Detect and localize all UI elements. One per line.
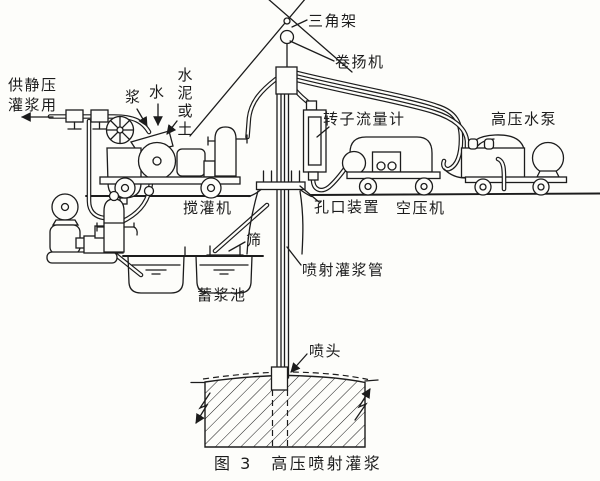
rotor-flowmeter-drawing <box>302 100 327 181</box>
slurry-pool-drawing <box>122 202 270 294</box>
sieve-drawing <box>206 245 244 256</box>
label-slurry-pool: 蓄浆池 <box>197 286 247 304</box>
pressure-tank <box>103 198 125 253</box>
label-winch: 卷扬机 <box>335 53 385 71</box>
gauge-box <box>371 151 402 173</box>
mixer-drawing <box>99 115 248 205</box>
label-air-compressor: 空压机 <box>396 199 446 217</box>
label-static-grouting-use: 供静压灌浆用 <box>8 76 58 114</box>
label-sieve: 筛 <box>246 231 263 249</box>
nozzle-block <box>270 366 289 391</box>
orifice-device-drawing <box>246 170 313 255</box>
label-slurry: 浆 <box>125 88 142 106</box>
air-compressor-drawing <box>341 136 441 196</box>
label-water: 水 <box>149 83 166 101</box>
label-hp-water-pump: 高压水泵 <box>491 110 558 128</box>
high-pressure-pump-drawing <box>443 134 568 196</box>
drill-pipe <box>276 93 290 379</box>
label-cement-or-soil: 水泥或土 <box>175 67 194 139</box>
base-tray <box>46 251 118 264</box>
break-mark-right <box>354 388 371 421</box>
ground-line <box>85 192 600 197</box>
tap-spout <box>133 226 138 236</box>
label-mixer: 搅灌机 <box>183 199 233 217</box>
air-chamber <box>531 141 565 175</box>
soil-section <box>190 366 379 448</box>
leader-lines <box>136 19 335 373</box>
break-mark-left <box>195 392 211 424</box>
slurry-pump-drawing <box>46 190 144 278</box>
slurry-tank-on-cart <box>214 126 237 177</box>
label-rotor-flowmeter: 转子流量计 <box>323 110 406 128</box>
slurry-feed-arrow <box>136 108 148 127</box>
tripod-drawing <box>189 0 353 137</box>
label-tripod: 三角架 <box>308 12 358 30</box>
label-jet-grouting-pipe: 喷射灌浆管 <box>302 261 385 279</box>
valve-2 <box>90 109 109 123</box>
valve-1 <box>65 109 84 123</box>
swivel-block <box>275 66 298 95</box>
pump-box <box>460 147 526 179</box>
static-grouting-pipeline <box>21 109 152 221</box>
cart-platform <box>99 176 241 185</box>
label-nozzle: 喷头 <box>309 342 343 360</box>
engine-block <box>176 148 206 177</box>
label-orifice-device: 孔口装置 <box>314 198 381 216</box>
cement-feed-arrow <box>166 120 178 135</box>
figure-caption: 图 3 高压喷射灌浆 <box>214 454 383 473</box>
